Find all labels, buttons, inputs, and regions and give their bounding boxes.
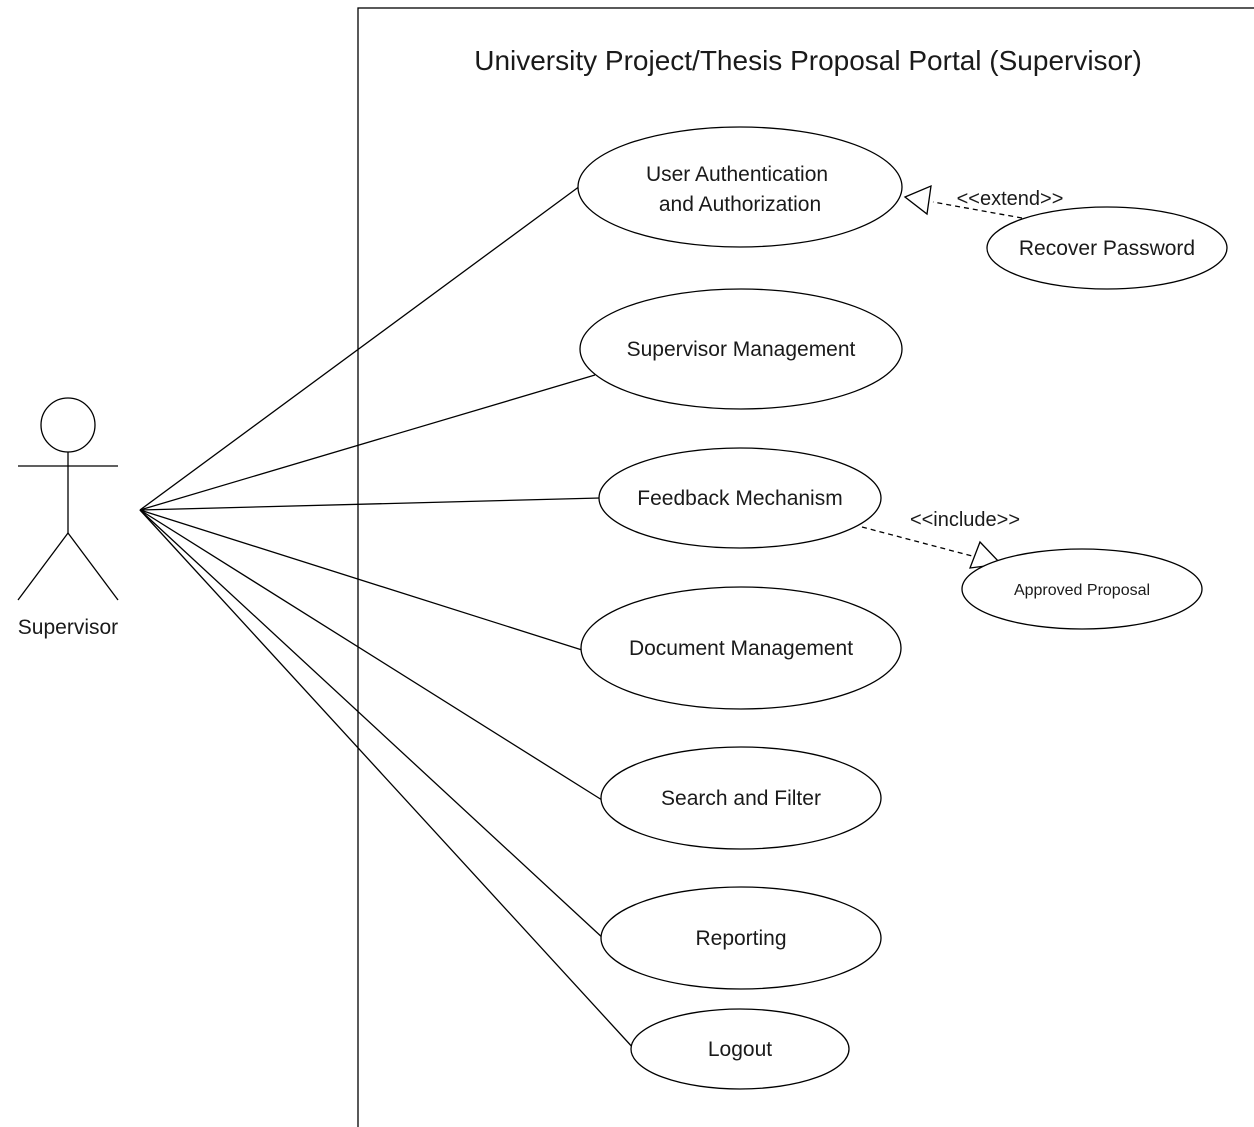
use-case-auth-shape bbox=[577, 126, 903, 248]
use-case-approved-proposal-label: Approved Proposal bbox=[1014, 582, 1150, 599]
use-case-approved-proposal-shape bbox=[961, 548, 1203, 630]
extend-line bbox=[932, 201, 1023, 219]
use-case-logout-label: Logout bbox=[708, 1038, 772, 1061]
use-case-logout-shape bbox=[630, 1008, 850, 1090]
use-case-search-and-filter-shape bbox=[600, 746, 882, 850]
use-case-document-management: Document Management bbox=[580, 586, 902, 710]
extend-label: <<extend>> bbox=[957, 188, 1064, 210]
use-case-feedback-mechanism-shape bbox=[598, 447, 882, 549]
use-case-reporting-shape bbox=[600, 886, 882, 990]
extend-arrowhead bbox=[903, 184, 932, 216]
use-case-auth-label-1: User Authentication bbox=[646, 163, 828, 186]
association-search bbox=[139, 509, 603, 801]
use-case-search-and-filter-label: Search and Filter bbox=[661, 787, 821, 810]
association-docmgmt bbox=[139, 509, 583, 651]
use-case-recover-password-shape bbox=[986, 206, 1228, 290]
use-case-logout: Logout bbox=[630, 1008, 850, 1090]
system-title: University Project/Thesis Proposal Porta… bbox=[474, 45, 1142, 76]
include-line bbox=[861, 526, 973, 557]
actor-head bbox=[40, 397, 96, 453]
actor-supervisor: Supervisor bbox=[17, 397, 119, 639]
actor-right-leg bbox=[67, 532, 119, 601]
use-case-feedback-mechanism-label: Feedback Mechanism bbox=[637, 487, 842, 510]
use-case-recover-password-label: Recover Password bbox=[1019, 237, 1195, 260]
system-boundary bbox=[357, 7, 1254, 1127]
association-feedback bbox=[139, 497, 601, 511]
association-reporting bbox=[139, 509, 606, 941]
use-case-supervisor-management-shape bbox=[579, 288, 903, 410]
association-supmgmt bbox=[139, 374, 596, 511]
association-logout bbox=[139, 509, 636, 1051]
use-case-auth: User Authentication and Authorization bbox=[577, 126, 903, 248]
use-case-recover-password: Recover Password bbox=[986, 206, 1228, 290]
use-case-auth-label-2: and Authorization bbox=[659, 193, 821, 216]
use-case-feedback-mechanism: Feedback Mechanism bbox=[598, 447, 882, 549]
use-case-supervisor-management-label: Supervisor Management bbox=[627, 338, 856, 361]
use-case-approved-proposal: Approved Proposal bbox=[961, 548, 1203, 630]
actor-left-leg bbox=[17, 532, 69, 601]
use-case-reporting: Reporting bbox=[600, 886, 882, 990]
association-auth bbox=[139, 185, 581, 511]
actor-label: Supervisor bbox=[18, 616, 118, 639]
use-case-search-and-filter: Search and Filter bbox=[600, 746, 882, 850]
extend-relationship: <<extend>> bbox=[903, 184, 1064, 219]
include-label: <<include>> bbox=[910, 509, 1020, 531]
use-case-document-management-label: Document Management bbox=[629, 637, 853, 660]
use-case-document-management-shape bbox=[580, 586, 902, 710]
include-relationship: <<include>> bbox=[861, 509, 1020, 569]
use-case-supervisor-management: Supervisor Management bbox=[579, 288, 903, 410]
use-case-reporting-label: Reporting bbox=[695, 927, 786, 950]
associations bbox=[139, 185, 636, 1051]
